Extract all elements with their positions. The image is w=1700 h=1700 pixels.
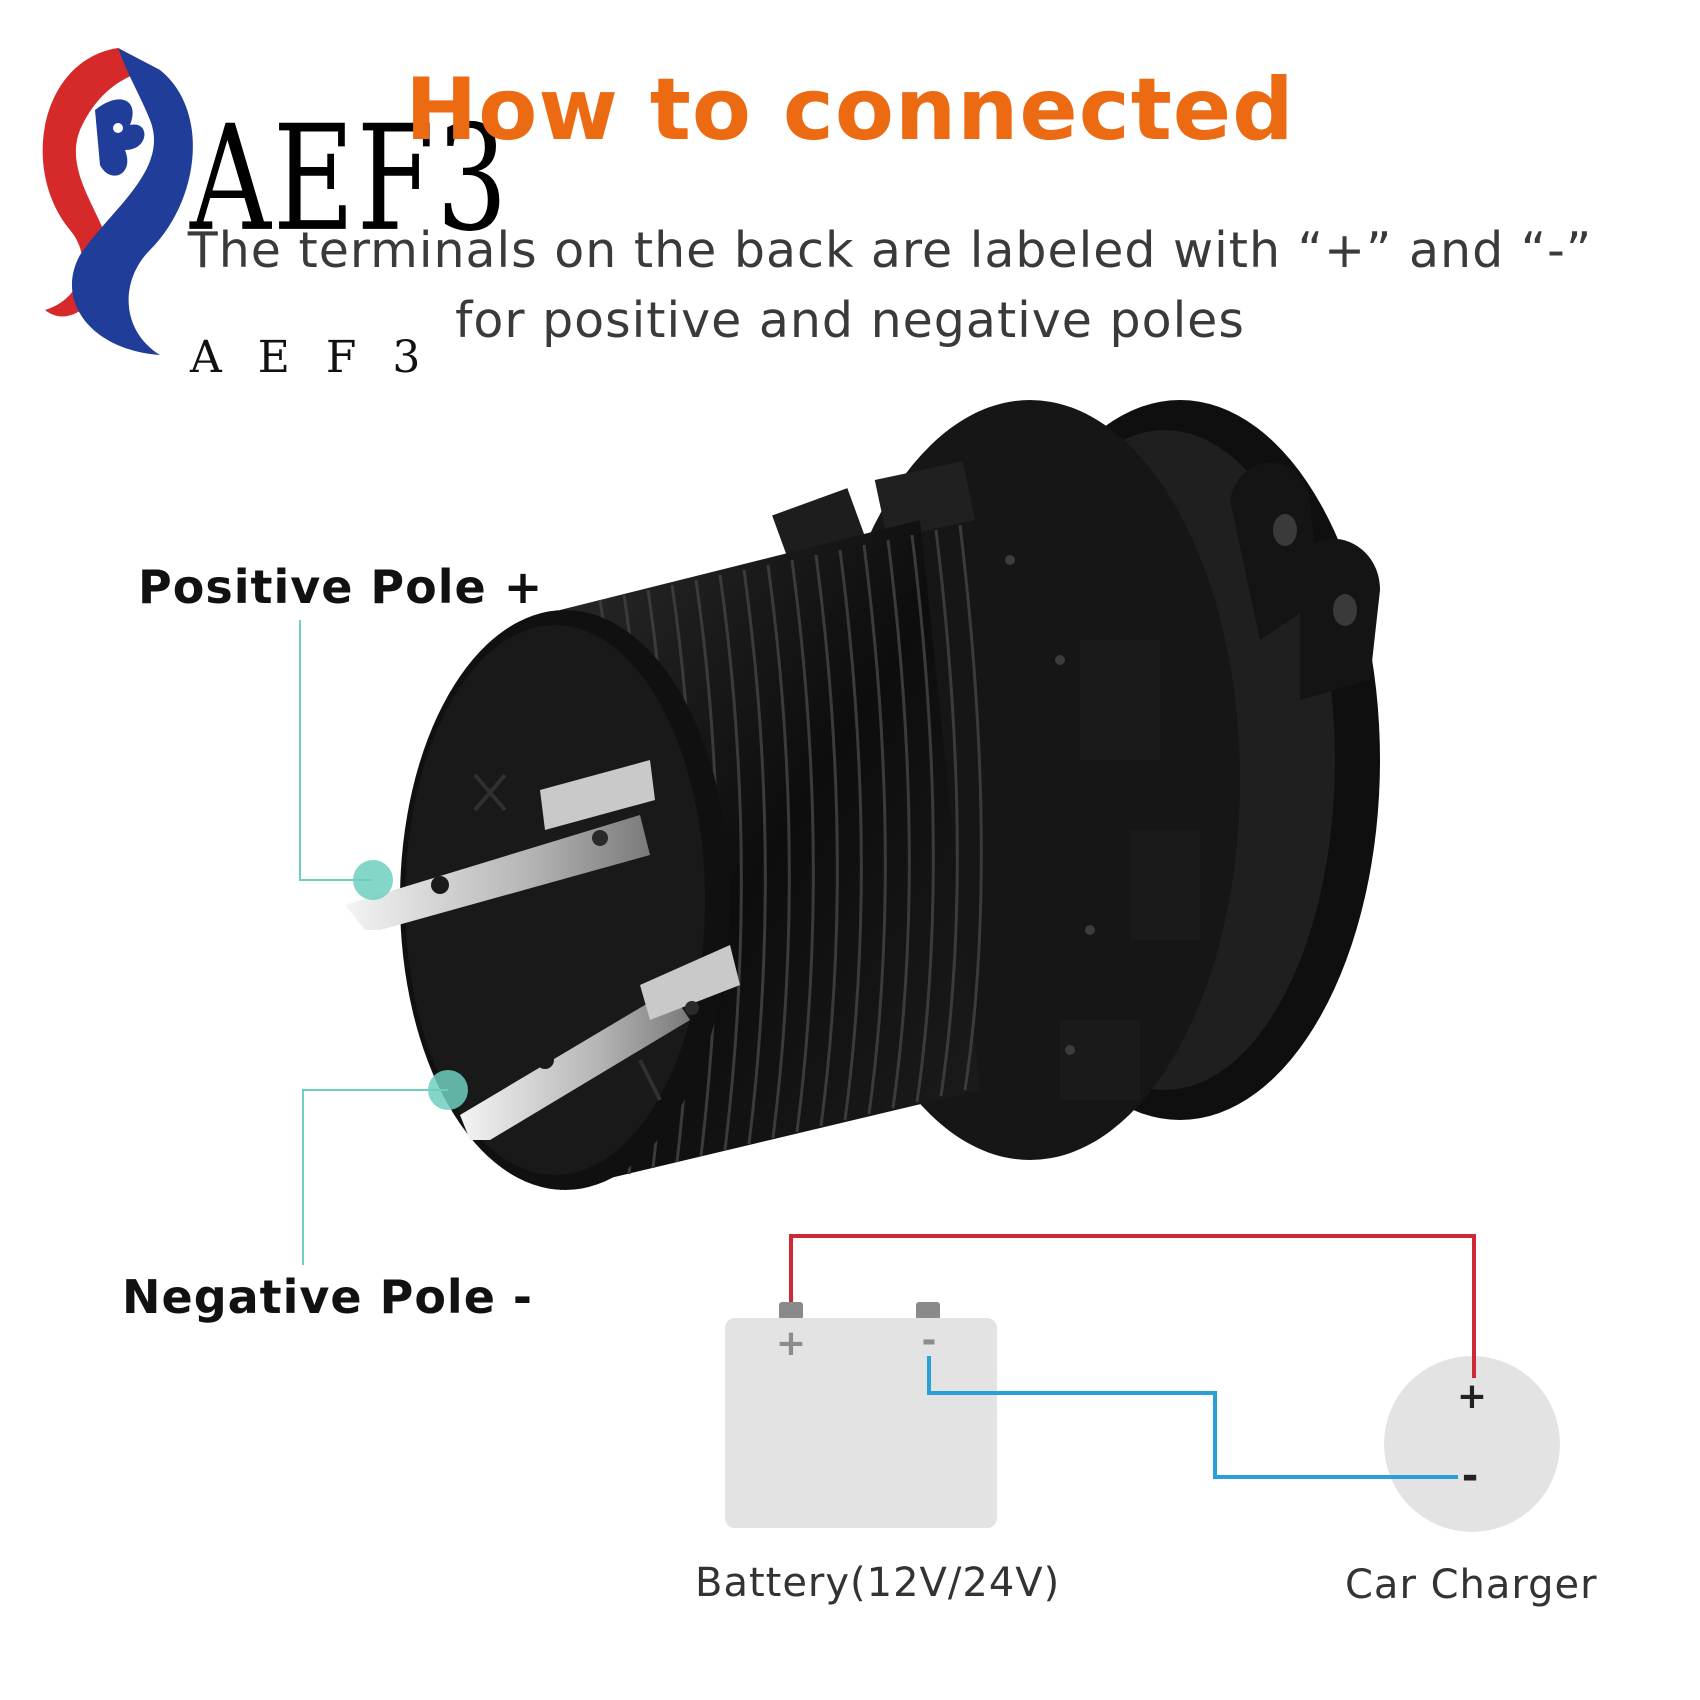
battery-plus-sign: + xyxy=(776,1323,806,1364)
battery-minus-sign: - xyxy=(922,1320,937,1361)
charger-plus-sign: + xyxy=(1457,1376,1487,1417)
face-minus-mark-icon xyxy=(638,1059,662,1101)
positive-terminal-blade xyxy=(345,760,655,930)
thread-ridge xyxy=(862,544,887,1115)
car-charger: + - xyxy=(1384,1356,1560,1532)
page-title: How to connected xyxy=(405,60,1295,160)
negative-wire xyxy=(927,1356,1458,1479)
brand-logo-text: AEF3 xyxy=(190,95,510,264)
thread-ridge xyxy=(790,559,815,1133)
face-plus-mark-icon xyxy=(473,773,507,812)
thread-ridge xyxy=(958,524,983,1091)
thread-ridge xyxy=(838,549,863,1121)
positive-wire xyxy=(789,1234,1476,1378)
battery-positive-post xyxy=(779,1302,803,1320)
charger-body xyxy=(1384,1356,1560,1532)
brand-logo-subtext: AEF3 xyxy=(190,332,457,383)
thread-ridge xyxy=(814,554,839,1127)
subtitle-line-1: The terminals on the back are labeled wi… xyxy=(187,222,1593,279)
battery-body xyxy=(725,1318,997,1528)
charger-caption: Car Charger xyxy=(1345,1562,1598,1608)
battery: + - xyxy=(725,1302,997,1528)
subtitle-line-2: for positive and negative poles xyxy=(455,292,1245,349)
thread-ridge xyxy=(934,529,959,1097)
thread-ridge xyxy=(742,569,767,1145)
thread-ridge xyxy=(718,574,743,1151)
negative-pole-label: Negative Pole - xyxy=(122,1270,534,1324)
charger-minus-sign: - xyxy=(1462,1453,1479,1499)
positive-callout xyxy=(299,620,393,900)
thread-ridge xyxy=(766,564,791,1139)
battery-caption: Battery(12V/24V) xyxy=(695,1560,1061,1606)
positive-pole-label: Positive Pole + xyxy=(138,560,544,614)
negative-callout xyxy=(302,1070,468,1265)
battery-negative-post xyxy=(916,1302,940,1320)
negative-terminal-blade xyxy=(460,945,740,1140)
thread-ridge xyxy=(886,539,911,1109)
thread-ridge xyxy=(910,534,935,1103)
